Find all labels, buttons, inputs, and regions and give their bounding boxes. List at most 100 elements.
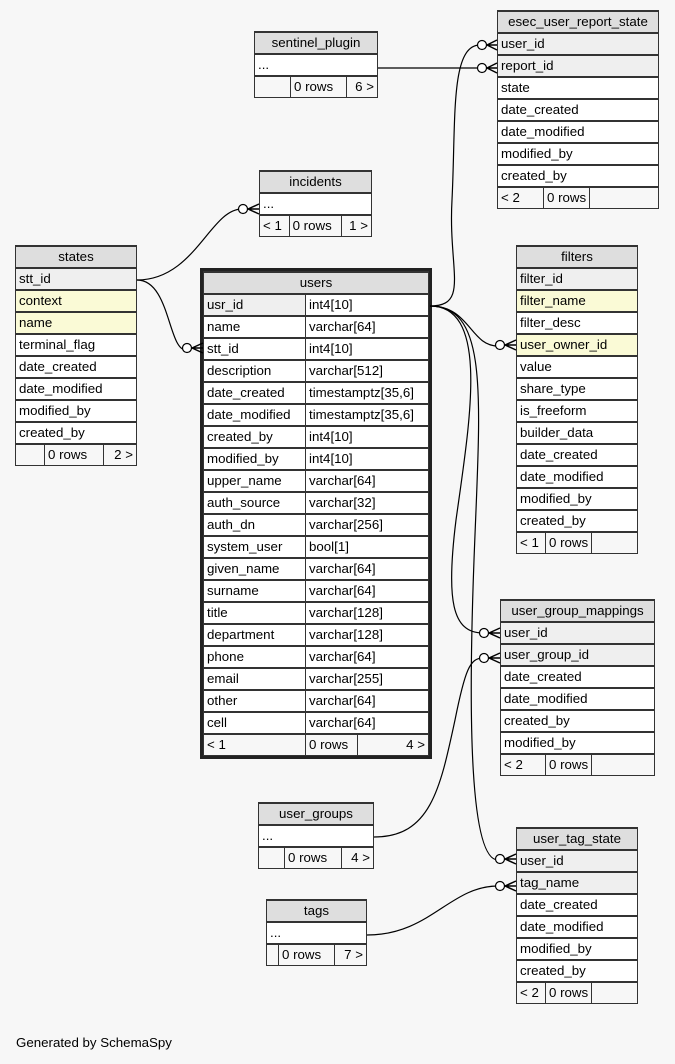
crowfoot-icon xyxy=(247,203,260,215)
crowfoot-icon xyxy=(191,342,204,354)
column-name: auth_dn xyxy=(203,513,306,537)
column-filter-name: filter_name xyxy=(516,289,638,313)
column-share-type: share_type xyxy=(516,377,638,401)
column-ellipsis: ... xyxy=(254,53,378,77)
column-terminal-flag: terminal_flag xyxy=(15,333,137,357)
table-title[interactable]: user_group_mappings xyxy=(500,599,655,623)
optional-circle-icon xyxy=(181,342,193,354)
column-modified-by: modified_by xyxy=(500,731,655,755)
column-modified-by: modified_by xyxy=(516,487,638,511)
crowfoot-icon xyxy=(504,853,517,865)
children-count: 4 > xyxy=(357,733,429,757)
row-count: 0 rows xyxy=(277,943,336,967)
column-user-id: user_id xyxy=(500,621,655,645)
column-date-created: date_created xyxy=(497,98,659,122)
column-modified-by: modified_by xyxy=(497,142,659,166)
table-filters[interactable]: filters filter_id filter_name filter_des… xyxy=(516,245,638,555)
column-created-by: created_by xyxy=(15,421,137,445)
row-count: 0 rows xyxy=(544,981,593,1005)
column-type: varchar[512] xyxy=(305,359,429,383)
column-name: usr_id xyxy=(203,293,306,317)
row-count: 0 rows xyxy=(290,75,347,99)
column-name: description xyxy=(203,359,306,383)
optional-circle-icon xyxy=(478,627,490,639)
crowfoot-icon xyxy=(488,652,501,664)
table-incidents[interactable]: incidents ... < 1 0 rows 1 > xyxy=(259,170,372,238)
column-name: title xyxy=(203,601,306,625)
table-states[interactable]: states stt_id context name terminal_flag… xyxy=(15,245,138,467)
column-created-by: created_by xyxy=(516,509,638,533)
column-type: int4[10] xyxy=(305,337,429,361)
column-value: value xyxy=(516,355,638,379)
parents-count: < 1 xyxy=(516,531,546,555)
optional-circle-icon xyxy=(237,203,249,215)
column-date-created: date_created xyxy=(15,355,137,379)
edge-tags-uts xyxy=(366,885,499,936)
column-type: varchar[128] xyxy=(305,601,429,625)
parents-count xyxy=(266,943,279,967)
edge-users-uts xyxy=(429,305,499,861)
column-user-owner-id: user_owner_id xyxy=(516,333,638,357)
column-context: context xyxy=(15,289,137,313)
parents-count xyxy=(15,443,45,467)
column-name: system_user xyxy=(203,535,306,559)
table-title[interactable]: incidents xyxy=(259,170,372,194)
table-tags[interactable]: tags ... 0 rows 7 > xyxy=(266,899,367,967)
column-name: email xyxy=(203,667,306,691)
column-type: varchar[128] xyxy=(305,623,429,647)
column-user-group-id: user_group_id xyxy=(500,643,655,667)
row-count: 0 rows xyxy=(542,186,591,210)
column-name: department xyxy=(203,623,306,647)
crowfoot-icon xyxy=(486,62,498,74)
table-user-group-mappings[interactable]: user_group_mappings user_id user_group_i… xyxy=(500,599,655,777)
optional-circle-icon xyxy=(478,652,490,664)
column-type: varchar[256] xyxy=(305,513,429,537)
table-sentinel-plugin[interactable]: sentinel_plugin ... 0 rows 6 > xyxy=(254,31,379,99)
edge-states-incidents xyxy=(136,208,243,281)
row-count: 0 rows xyxy=(283,846,343,870)
row-count: 0 rows xyxy=(544,531,593,555)
column-type: varchar[64] xyxy=(305,689,429,713)
table-esec-user-report-state[interactable]: esec_user_report_state user_id report_id… xyxy=(497,10,659,210)
crowfoot-icon xyxy=(504,339,517,351)
table-title[interactable]: user_tag_state xyxy=(516,827,638,851)
children-count: 1 > xyxy=(341,214,372,238)
column-type: int4[10] xyxy=(305,293,429,317)
column-type: varchar[64] xyxy=(305,711,429,735)
column-type: varchar[64] xyxy=(305,315,429,339)
column-name: date_created xyxy=(203,381,306,405)
column-name: auth_source xyxy=(203,491,306,515)
table-title[interactable]: users xyxy=(203,271,429,295)
column-is-freeform: is_freeform xyxy=(516,399,638,423)
children-count xyxy=(589,186,659,210)
children-count xyxy=(591,981,638,1005)
generated-by-footer: Generated by SchemaSpy xyxy=(16,1035,172,1050)
parents-count: < 2 xyxy=(497,186,544,210)
row-count: 0 rows xyxy=(544,753,593,777)
table-title[interactable]: user_groups xyxy=(258,802,374,826)
table-user-tag-state[interactable]: user_tag_state user_id tag_name date_cre… xyxy=(516,827,638,1005)
column-ellipsis: ... xyxy=(266,921,367,945)
column-name: name xyxy=(15,311,137,335)
table-user-groups[interactable]: user_groups ... 0 rows 4 > xyxy=(258,802,374,870)
column-ellipsis: ... xyxy=(259,192,372,216)
column-name: cell xyxy=(203,711,306,735)
crowfoot-icon xyxy=(488,627,501,639)
table-title[interactable]: states xyxy=(15,245,137,269)
optional-circle-icon xyxy=(476,62,488,74)
table-title[interactable]: esec_user_report_state xyxy=(497,10,659,34)
table-title[interactable]: filters xyxy=(516,245,638,269)
table-title[interactable]: sentinel_plugin xyxy=(254,31,378,55)
optional-circle-icon xyxy=(494,853,506,865)
table-title[interactable]: tags xyxy=(266,899,367,923)
column-date-modified: date_modified xyxy=(516,915,638,939)
column-builder-data: builder_data xyxy=(516,421,638,445)
column-type: varchar[64] xyxy=(305,469,429,493)
column-name: date_modified xyxy=(203,403,306,427)
column-type: varchar[64] xyxy=(305,645,429,669)
column-type: varchar[255] xyxy=(305,667,429,691)
column-modified-by: modified_by xyxy=(516,937,638,961)
edge-users-ugm xyxy=(429,305,484,634)
children-count: 6 > xyxy=(345,75,379,99)
